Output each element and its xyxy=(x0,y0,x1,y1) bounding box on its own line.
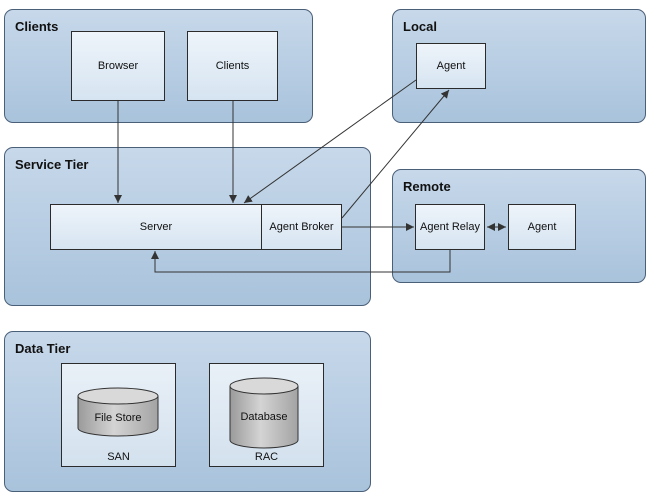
group-local-title: Local xyxy=(403,19,437,34)
group-data-tier-title: Data Tier xyxy=(15,341,71,356)
agent-relay-node: Agent Relay xyxy=(415,204,485,250)
group-service-tier-title: Service Tier xyxy=(15,157,89,172)
san-label: SAN xyxy=(107,451,130,463)
server-node: Server xyxy=(50,204,262,250)
agent-broker-node: Agent Broker xyxy=(261,204,342,250)
remote-agent-node: Agent xyxy=(508,204,576,250)
file-store-cylinder: File Store xyxy=(77,387,159,437)
connector-broker-local-agent xyxy=(341,89,450,219)
database-label: Database xyxy=(240,411,287,423)
file-store-label: File Store xyxy=(94,412,141,424)
local-agent-node: Agent xyxy=(416,43,486,89)
rac-label: RAC xyxy=(254,451,279,463)
group-remote-title: Remote xyxy=(403,179,451,194)
browser-node: Browser xyxy=(71,31,165,101)
connector-relay-server xyxy=(151,250,451,273)
clients-node: Clients xyxy=(187,31,278,101)
group-clients-title: Clients xyxy=(15,19,59,34)
connector-local-agent-server xyxy=(243,79,417,204)
database-cylinder: Database xyxy=(229,377,299,449)
